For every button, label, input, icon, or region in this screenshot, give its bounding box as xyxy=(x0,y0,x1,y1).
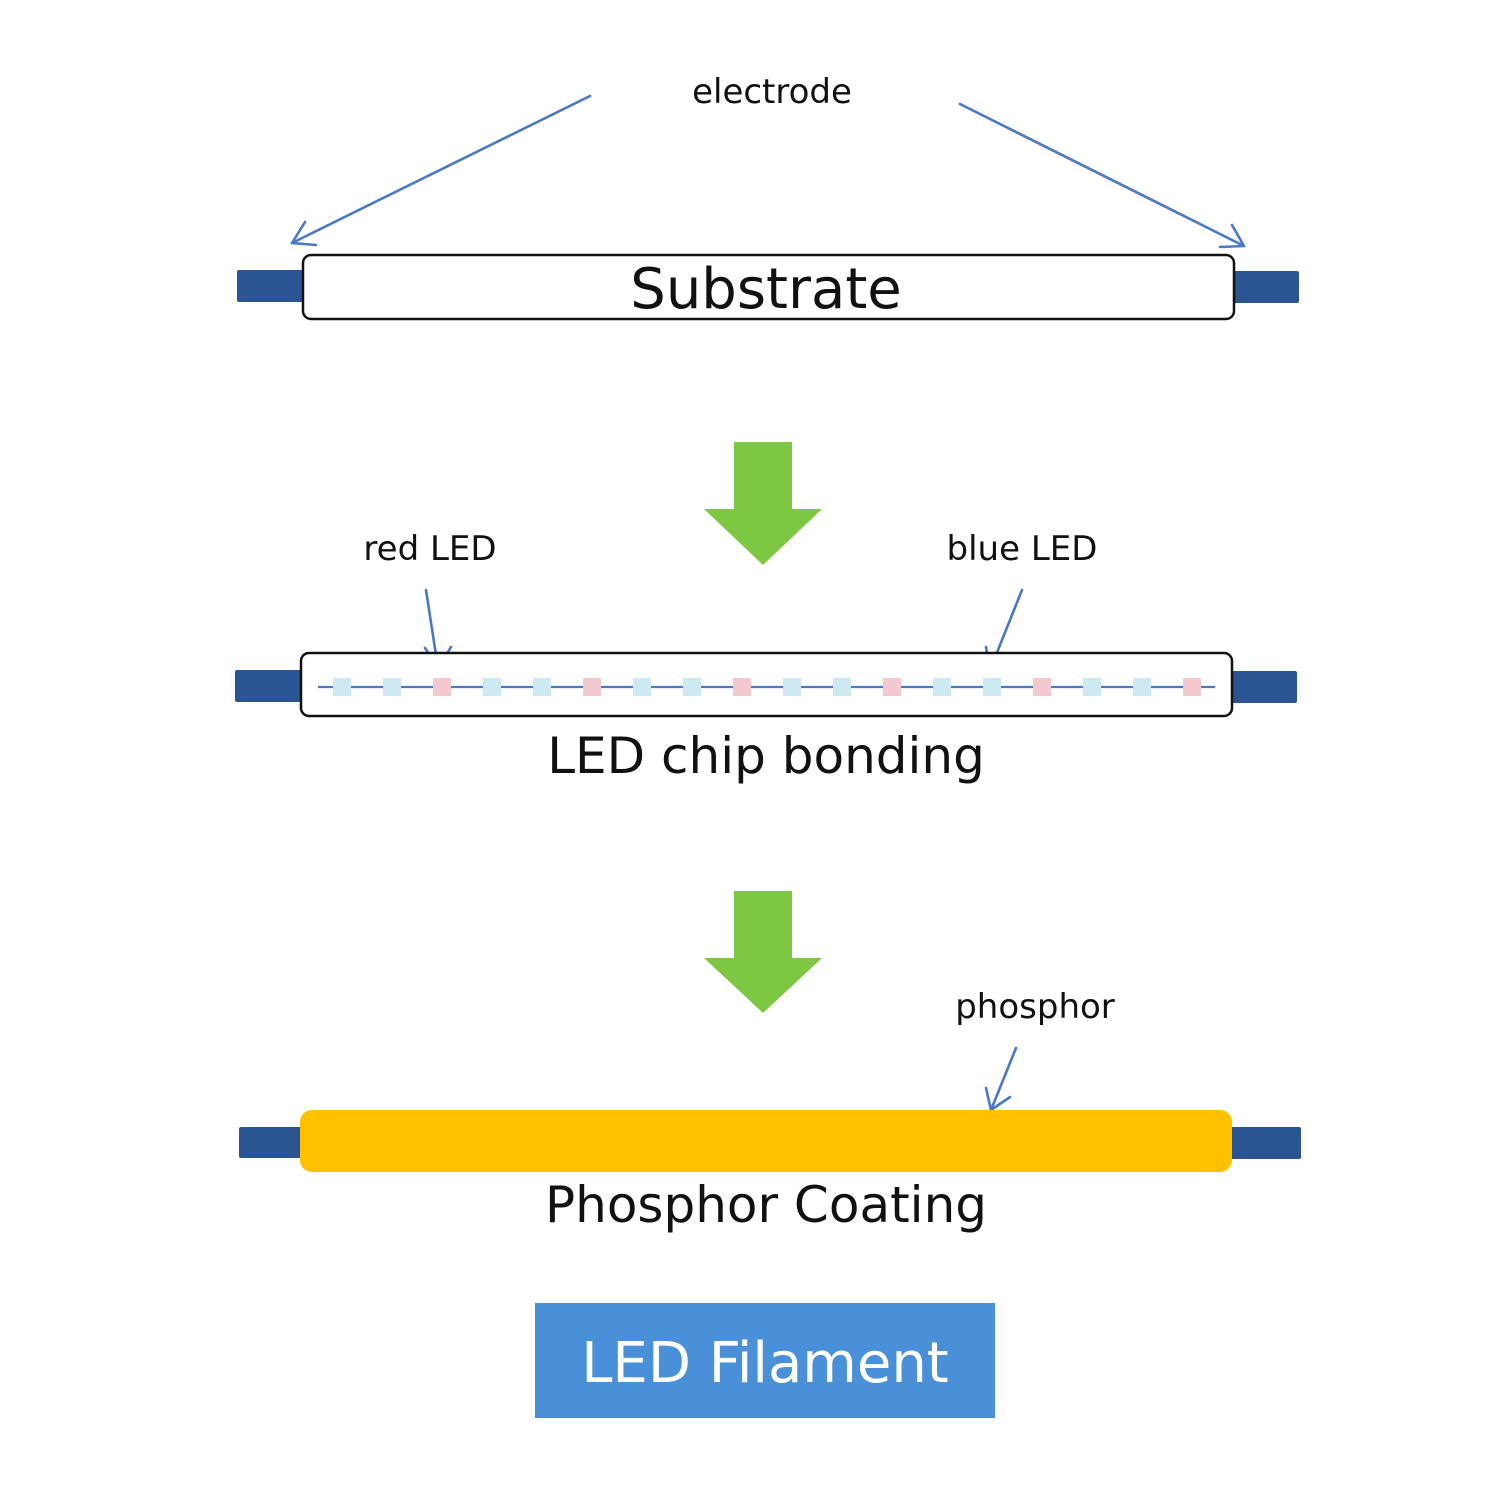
electrode-pointer-left xyxy=(290,94,592,247)
chip-bonding-label: LED chip bonding xyxy=(547,727,985,785)
blue-led-chip xyxy=(933,678,951,696)
blue-led-chip xyxy=(333,678,351,696)
red-led-chip xyxy=(1183,678,1201,696)
stage-phosphor-coating: phosphor Phosphor Coating xyxy=(239,987,1301,1234)
electrode-right xyxy=(1213,671,1297,703)
blue-led-chip xyxy=(833,678,851,696)
step-arrow-2 xyxy=(704,891,822,1013)
red-led-chip xyxy=(1033,678,1051,696)
led-filament-box xyxy=(535,1303,995,1418)
substrate-bar xyxy=(299,651,1234,718)
red-led-chip xyxy=(733,678,751,696)
phosphor-label: phosphor xyxy=(955,987,1115,1027)
phosphor-pointer xyxy=(984,1046,1018,1112)
red-led-chip xyxy=(583,678,601,696)
electrode-left xyxy=(237,270,321,302)
final-result: LED Filament xyxy=(535,1303,995,1418)
substrate-bar xyxy=(301,253,1236,321)
blue-led-chip xyxy=(483,678,501,696)
step-arrow-1 xyxy=(704,442,822,565)
led-chip-row xyxy=(333,678,1201,696)
blue-led-chip xyxy=(1083,678,1101,696)
electrode-left xyxy=(235,670,319,702)
blue-led-label: blue LED xyxy=(947,529,1098,569)
blue-led-chip xyxy=(1133,678,1151,696)
blue-led-chip xyxy=(683,678,701,696)
electrode-pointer-right xyxy=(958,102,1246,249)
stage-chip-bonding: red LED blue LED LED chip bonding xyxy=(235,529,1297,785)
blue-led-chip xyxy=(783,678,801,696)
blue-led-chip xyxy=(983,678,1001,696)
red-led-label: red LED xyxy=(363,529,496,569)
red-led-chip xyxy=(433,678,451,696)
electrode-left xyxy=(239,1127,305,1158)
blue-led-chip xyxy=(633,678,651,696)
red-led-chip xyxy=(883,678,901,696)
blue-led-chip xyxy=(533,678,551,696)
electrode-label: electrode xyxy=(692,72,852,112)
electrode-right xyxy=(1227,1127,1301,1159)
stage-substrate: electrode Substrate xyxy=(237,72,1299,322)
blue-led-chip xyxy=(383,678,401,696)
electrode-right xyxy=(1215,271,1299,303)
substrate-label: Substrate xyxy=(630,257,901,322)
led-filament-label: LED Filament xyxy=(581,1331,949,1396)
phosphor-coated-bar xyxy=(300,1110,1232,1172)
phosphor-coating-label: Phosphor Coating xyxy=(545,1176,987,1234)
